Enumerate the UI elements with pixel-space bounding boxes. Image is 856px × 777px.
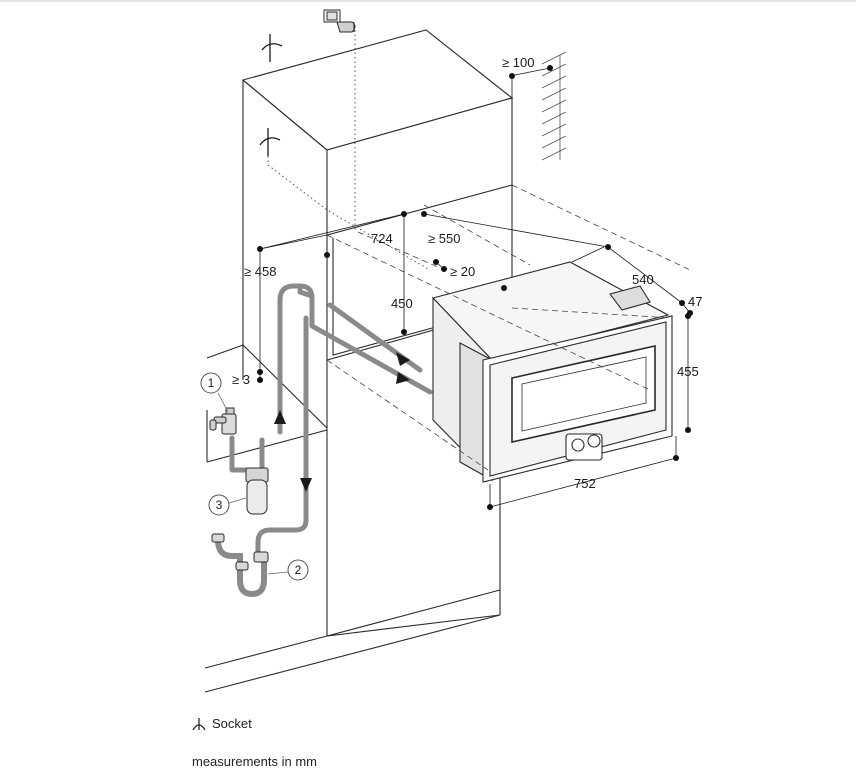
water-tap-icon [209, 407, 237, 435]
callout-3: 3 [208, 494, 247, 516]
flow-arrow-icon [396, 372, 410, 384]
flow-arrow-icon [300, 478, 312, 492]
dim-top-clearance: ≥ 100 [502, 55, 534, 70]
callout-1: 1 [200, 372, 229, 413]
dim-appliance-height: 455 [677, 364, 699, 379]
dim-cabinet-height: ≥ 458 [244, 264, 276, 279]
knob-right [587, 434, 601, 448]
callout-2-label: 2 [295, 563, 302, 577]
flow-arrows [274, 352, 410, 492]
socket-icon [192, 717, 206, 730]
water-pipes [229, 283, 433, 563]
dim-bottom-gap: ≥ 3 [232, 372, 250, 387]
dim-appliance-width: 752 [574, 476, 596, 491]
legend: Socket [192, 716, 252, 731]
socket-icon [259, 34, 283, 156]
projection-lines [326, 184, 691, 471]
callout-1-label: 1 [208, 376, 215, 390]
drain-trap-outline [211, 533, 269, 571]
dimension-lines [259, 67, 691, 508]
drain-trap-icon [215, 537, 267, 598]
dimension-endpoints [257, 65, 693, 510]
water-filter-icon [245, 467, 269, 515]
appliance [431, 261, 673, 483]
dim-niche-depth: ≥ 550 [428, 231, 460, 246]
tall-cabinet [241, 29, 514, 637]
wall-hatch [541, 51, 567, 161]
plug-icon [323, 9, 356, 33]
units-note: measurements in mm [192, 754, 317, 769]
knob-left [571, 438, 585, 452]
dim-side-gap: ≥ 20 [450, 264, 475, 279]
flow-arrow-icon [396, 352, 410, 366]
legend-socket-label: Socket [212, 716, 252, 731]
dim-door-thickness: 47 [688, 294, 702, 309]
flow-arrow-icon [274, 410, 286, 424]
callout-3-label: 3 [216, 498, 223, 512]
callout-2: 2 [267, 559, 309, 581]
dim-niche-width: 724 [371, 231, 393, 246]
dim-niche-height: 450 [391, 296, 413, 311]
dim-appliance-depth: 540 [632, 272, 654, 287]
